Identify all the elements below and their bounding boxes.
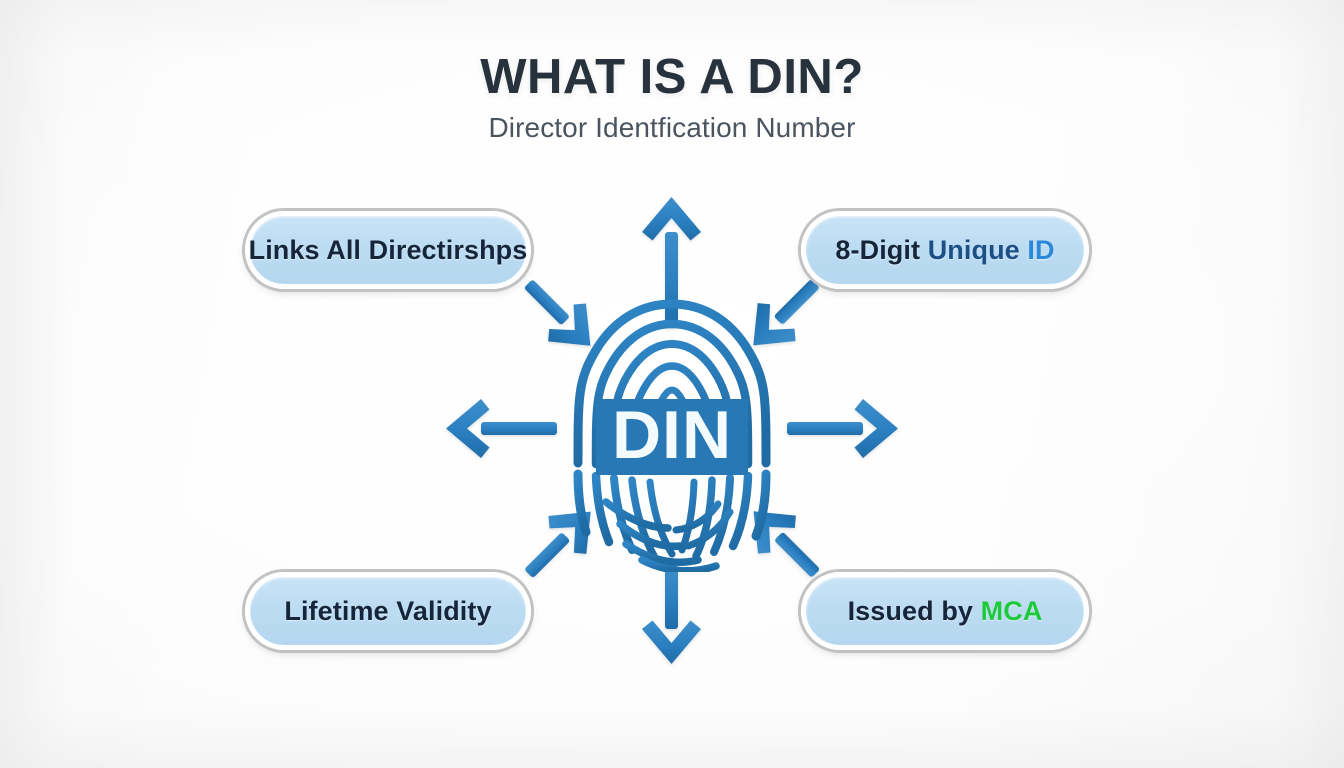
pill-links-all-directorships[interactable]: Links All Directirshps <box>245 211 531 289</box>
pill-issued-by-mca[interactable]: Issued by MCA <box>801 572 1089 650</box>
arrow-left-icon <box>446 399 557 458</box>
header-block: WHAT IS A DIN? Director Identfication Nu… <box>0 50 1344 144</box>
arrow-right-icon <box>787 399 898 458</box>
pill-label-issued-by-mca: Issued by MCA <box>848 596 1043 627</box>
pill-lifetime-validity[interactable]: Lifetime Validity <box>245 572 531 650</box>
center-emblem: DIN <box>556 288 788 572</box>
pill-label-part-digit: 8-Digit <box>835 234 928 265</box>
pill-label-links-all-directorships: Links All Directirshps <box>248 234 528 265</box>
pill-label-eight-digit-unique-id: 8-Digit Unique ID <box>835 235 1054 266</box>
din-label-block: DIN <box>596 397 748 475</box>
pill-label-lifetime-validity: Lifetime Validity <box>284 595 492 626</box>
page-title: WHAT IS A DIN? <box>480 50 864 104</box>
fingerprint-icon <box>573 299 771 572</box>
pill-label-part-mca: MCA <box>980 595 1043 626</box>
page-subtitle: Director Identfication Number <box>488 112 856 144</box>
pill-eight-digit-unique-id[interactable]: 8-Digit Unique ID <box>801 211 1089 289</box>
pill-label-part-issued-by: Issued by <box>847 595 981 626</box>
din-label-text: DIN <box>612 397 732 473</box>
pill-label-part-unique: Unique <box>927 234 1028 265</box>
pill-label-part-id: ID <box>1027 234 1055 265</box>
arrow-down-icon <box>642 565 701 664</box>
